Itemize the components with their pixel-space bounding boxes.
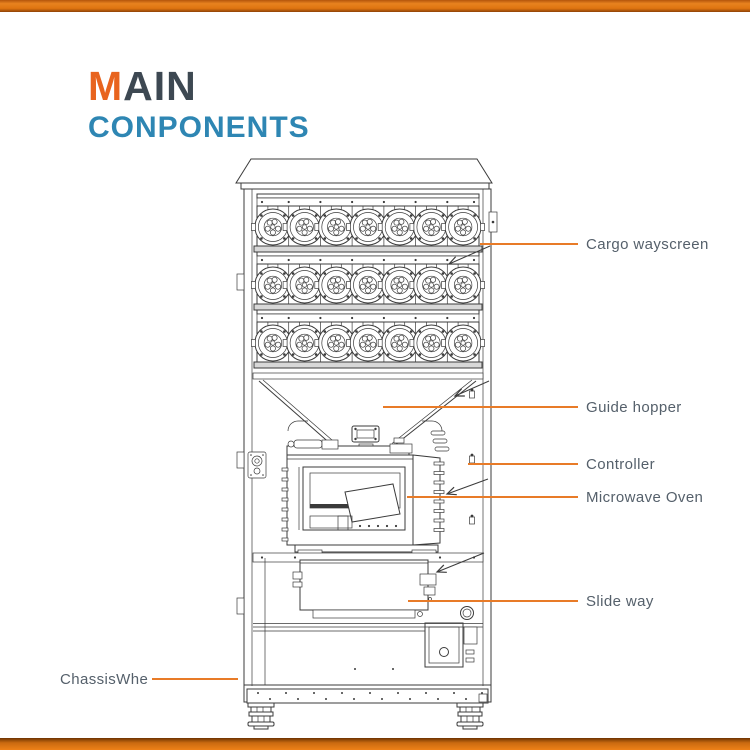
label-chassis-wheel: ChassisWhe	[60, 671, 149, 688]
label-cargo-wayscreen: Cargo wayscreen	[586, 236, 709, 253]
page-title: MAIN CONPONENTS	[88, 66, 310, 143]
microwave-oven	[281, 454, 445, 556]
leader-controller	[468, 463, 578, 465]
label-microwave-oven: Microwave Oven	[586, 489, 704, 506]
label-guide-hopper: Guide hopper	[586, 399, 682, 416]
foot-right	[456, 702, 484, 730]
leader-chassis-wheel	[152, 678, 238, 680]
label-controller: Controller	[586, 456, 656, 473]
leader-guide-hopper	[383, 406, 578, 408]
guide-hopper	[258, 379, 477, 456]
left-lock-plate	[247, 451, 267, 479]
title-line2: CONPONENTS	[88, 111, 310, 144]
title-line1: MAIN	[88, 66, 310, 107]
title-line1-rest: AIN	[123, 63, 197, 109]
pointer-lines	[435, 245, 491, 573]
bottom-accent-bar	[0, 738, 750, 750]
leader-cargo-wayscreen	[480, 243, 578, 245]
leader-slide-way	[408, 600, 578, 602]
slide-way	[292, 559, 474, 620]
title-line1-accent-letter: M	[88, 63, 124, 109]
chassis-base	[244, 558, 491, 704]
cabinet-top-cap	[235, 158, 493, 190]
leader-microwave-oven	[407, 496, 578, 498]
top-accent-bar	[0, 0, 750, 12]
label-slide-way: Slide way	[586, 593, 654, 610]
foot-left	[247, 702, 275, 730]
cargo-wayscreen-rows	[251, 194, 484, 380]
